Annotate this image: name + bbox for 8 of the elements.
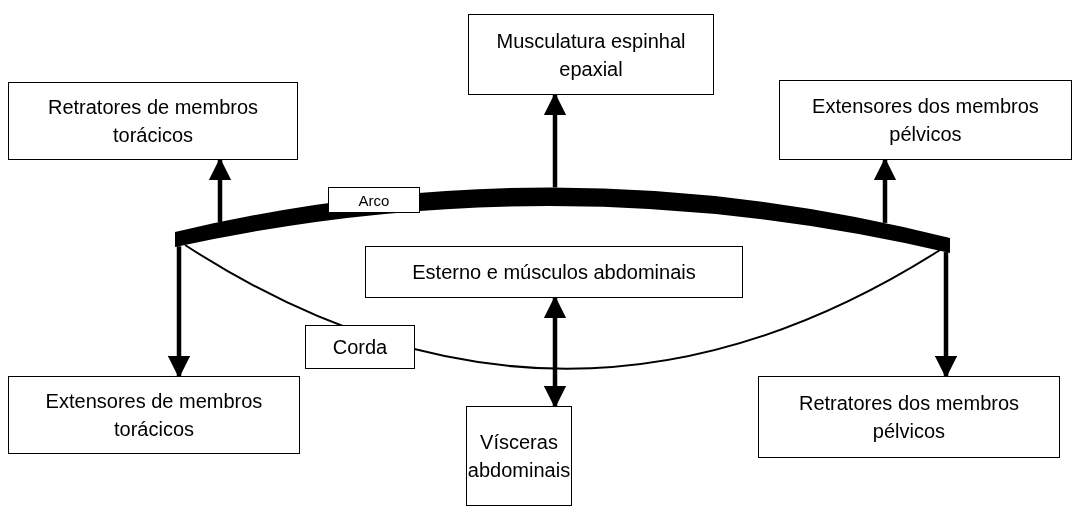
label-box: Musculatura espinhal epaxial — [468, 14, 714, 95]
label-box: Vísceras abdominais — [466, 406, 572, 506]
bow-drawing — [175, 187, 950, 253]
label-box: Retratores de membros torácicos — [8, 82, 298, 160]
label-box: Extensores dos membros pélvicos — [779, 80, 1072, 160]
label-box: Retratores dos membros pélvicos — [758, 376, 1060, 458]
string-curve — [184, 244, 941, 370]
label-box: Extensores de membros torácicos — [8, 376, 300, 454]
